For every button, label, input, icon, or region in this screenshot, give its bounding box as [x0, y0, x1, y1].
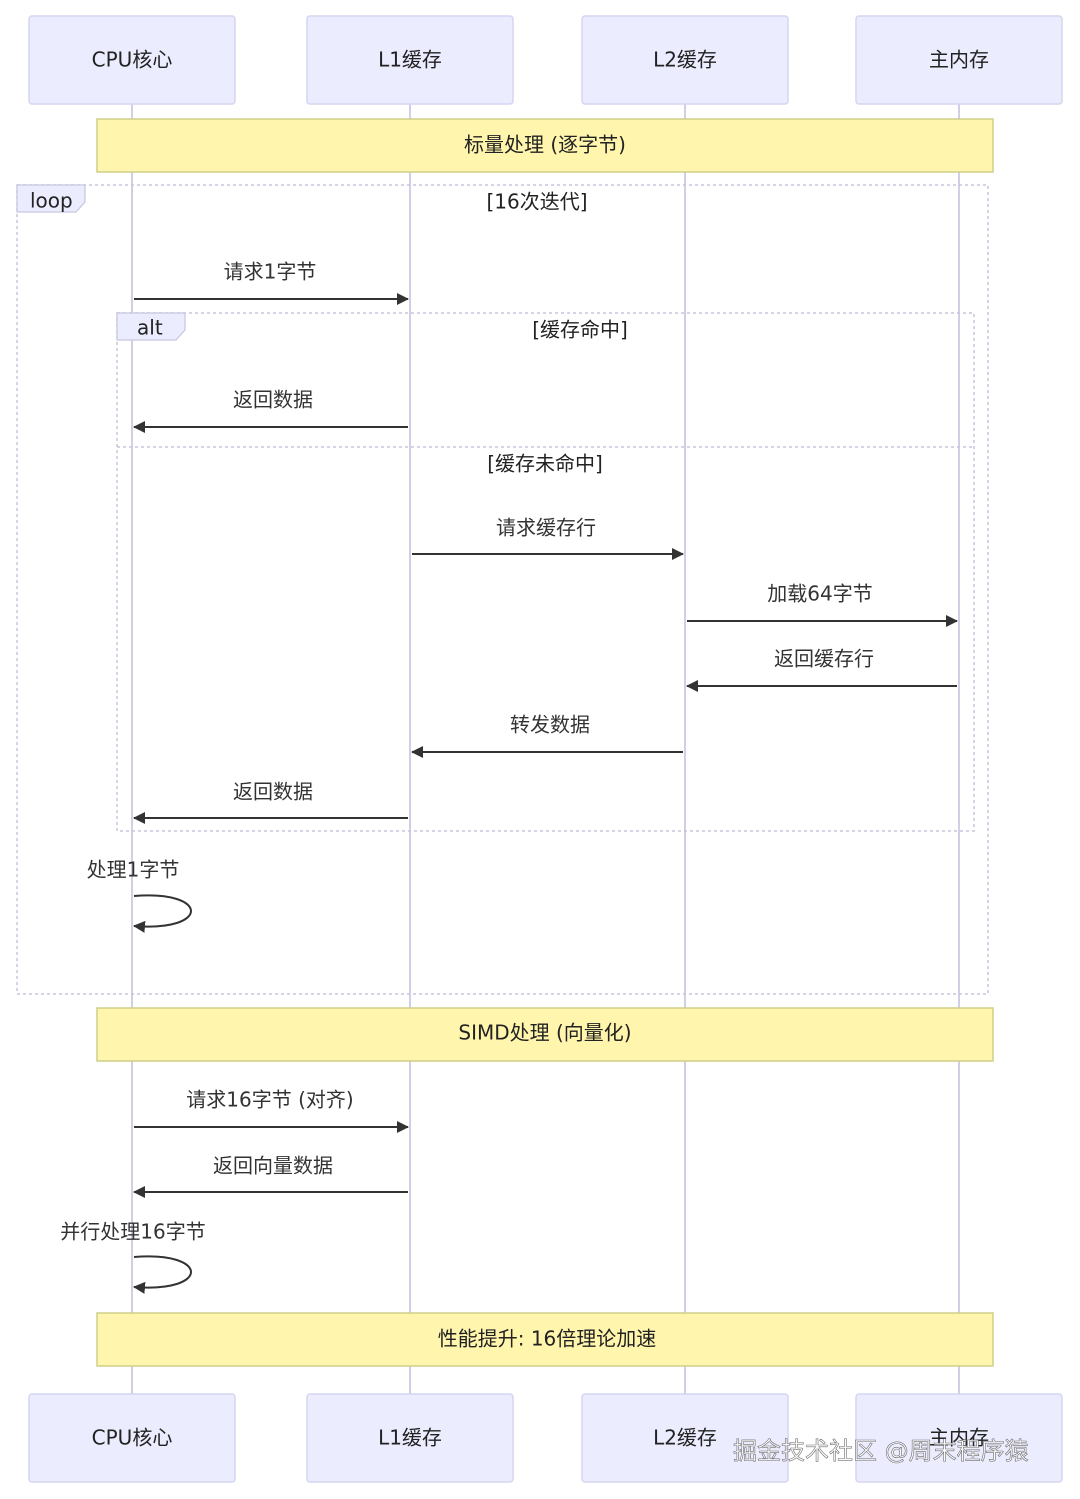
alt-frame: alt [缓存命中] [缓存未命中]: [116, 312, 975, 832]
loop-tag: loop: [30, 189, 73, 213]
participant-l2-top: L2缓存: [581, 15, 789, 105]
participant-l2-bottom: L2缓存: [581, 1393, 789, 1483]
msg-process-1-byte-label: 处理1字节: [87, 858, 180, 882]
participant-label: L2缓存: [653, 48, 717, 72]
participant-label: L1缓存: [378, 48, 442, 72]
alt-tag: alt: [137, 316, 163, 340]
msg-process-16-bytes-arrow: [133, 1255, 192, 1294]
msg-return-data-hit-label: 返回数据: [233, 388, 313, 412]
msg-request-16-bytes-label: 请求16字节 (对齐): [186, 1088, 353, 1112]
participant-cpu-bottom: CPU核心: [28, 1393, 236, 1483]
note-scalar: 标量处理 (逐字节): [96, 118, 994, 173]
note-performance-text: 性能提升: 16倍理论加速: [438, 1327, 657, 1351]
msg-return-data-miss-label: 返回数据: [233, 780, 313, 804]
participant-label: L2缓存: [653, 1426, 717, 1450]
note-simd-text: SIMD处理 (向量化): [458, 1021, 631, 1045]
alt-condition-miss: [缓存未命中]: [487, 452, 603, 476]
msg-process-1-byte-arrow: [133, 894, 192, 933]
participant-label: CPU核心: [92, 48, 173, 72]
participant-l1-bottom: L1缓存: [306, 1393, 514, 1483]
msg-request-1-byte-label: 请求1字节: [224, 260, 317, 284]
msg-load-64-bytes-label: 加载64字节: [767, 582, 872, 606]
note-scalar-text: 标量处理 (逐字节): [464, 133, 626, 157]
alt-condition-hit: [缓存命中]: [532, 318, 628, 342]
msg-return-vector-data-label: 返回向量数据: [213, 1154, 333, 1178]
participant-cpu-top: CPU核心: [28, 15, 236, 105]
participant-label: L1缓存: [378, 1426, 442, 1450]
note-simd: SIMD处理 (向量化): [96, 1007, 994, 1062]
participant-mem-bottom: 主内存: [855, 1393, 1063, 1483]
participant-label: 主内存: [929, 1426, 989, 1450]
loop-frame: loop [16次迭代]: [16, 184, 989, 995]
participant-mem-top: 主内存: [855, 15, 1063, 105]
msg-return-cache-line-label: 返回缓存行: [774, 647, 874, 671]
msg-request-cache-line-label: 请求缓存行: [496, 516, 596, 540]
msg-forward-data-label: 转发数据: [510, 713, 590, 737]
watermark: 掘金技术社区 @周末程序猿: [733, 1437, 1029, 1465]
participant-label: CPU核心: [92, 1426, 173, 1450]
note-performance: 性能提升: 16倍理论加速: [96, 1312, 994, 1367]
loop-condition: [16次迭代]: [486, 190, 587, 214]
participant-l1-top: L1缓存: [306, 15, 514, 105]
participant-label: 主内存: [929, 48, 989, 72]
msg-process-16-bytes-label: 并行处理16字节: [60, 1220, 205, 1244]
